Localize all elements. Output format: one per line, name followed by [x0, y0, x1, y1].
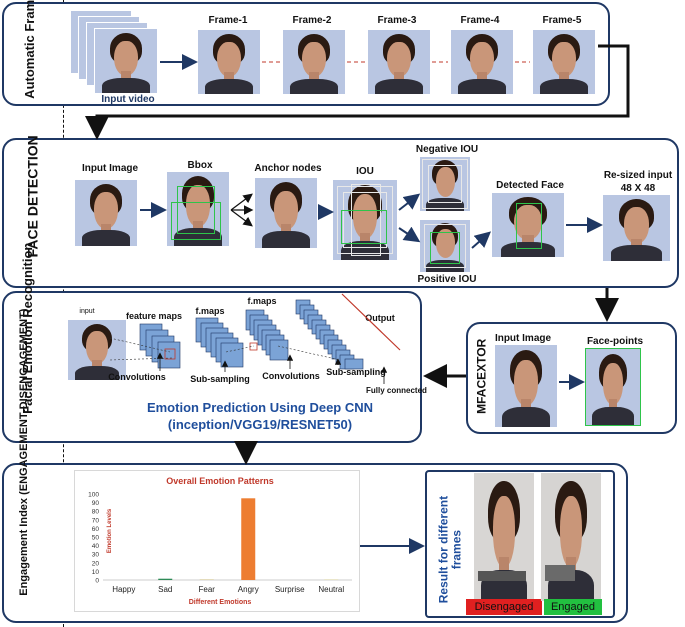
- arrow-positive-to-detected: [471, 231, 492, 249]
- chart-x-tick-neutral: Neutral: [318, 585, 344, 594]
- chart-title: Overall Emotion Patterns: [166, 476, 274, 486]
- detected-face-image: [492, 193, 564, 257]
- chart-bar-angry: [241, 498, 256, 580]
- frame-3-label: Frame-3: [377, 15, 417, 26]
- chart-y-tick-8: 80: [92, 509, 100, 516]
- frame-5-image: [533, 30, 595, 94]
- chart-xlabel: Different Emotions: [188, 599, 252, 606]
- feature-maps-label: feature maps: [125, 311, 183, 321]
- disengaged-image: [474, 473, 534, 601]
- chart-y-tick-4: 40: [92, 543, 100, 550]
- det-input-image-label: Input Image: [81, 163, 139, 174]
- cnn-layer-3: [245, 309, 289, 361]
- chart-y-tick-2: 20: [92, 560, 100, 567]
- chart-x-tick-sad: Sad: [158, 585, 172, 594]
- det-input-image: [75, 180, 137, 246]
- chart-y-tick-7: 70: [92, 517, 100, 524]
- negative-iou-image: [420, 157, 470, 211]
- anchor-nodes-image: [255, 178, 317, 248]
- positive-iou-image: [420, 220, 470, 272]
- cnn-layer-1: [139, 323, 181, 369]
- cnn-title-2: (inception/VGG19/RESNET50): [167, 417, 353, 432]
- cnn-proj-4: [277, 345, 341, 361]
- cnn-title-1: Emotion Prediction Using Deep CNN: [146, 400, 374, 415]
- arrow-iou-to-positive: [398, 226, 421, 243]
- anchor-nodes-label: Anchor nodes: [254, 163, 322, 174]
- input-video-label: Input video: [101, 94, 155, 105]
- cnn-input-image: [68, 320, 126, 380]
- frame-2-label: Frame-2: [292, 15, 332, 26]
- cnn-proj-3: [225, 345, 255, 353]
- engaged-badge: Engaged: [544, 599, 602, 615]
- face-points-image: [585, 348, 641, 426]
- chart-x-tick-happy: Happy: [112, 585, 135, 594]
- chart-y-tick-5: 50: [92, 535, 100, 542]
- connector-frames-to-detection: [85, 44, 630, 140]
- chart-x-tick-surprise: Surprise: [275, 585, 305, 594]
- fmaps-2-label: f.maps: [247, 296, 277, 306]
- chart-y-tick-9: 90: [92, 500, 100, 507]
- sub-sampling-2-label: Sub-sampling: [326, 367, 386, 377]
- bbox-label: Bbox: [187, 160, 213, 171]
- negative-iou-label: Negative IOU: [415, 144, 479, 155]
- resized-input-label-1: Re-sized input: [603, 170, 673, 181]
- cnn-output-line: [341, 293, 401, 351]
- engaged-image: [541, 473, 601, 601]
- mfx-input-image: [495, 345, 557, 427]
- chart-y-tick-3: 30: [92, 552, 100, 559]
- chart-y-tick-6: 60: [92, 526, 100, 533]
- frame-3-image: [368, 30, 430, 94]
- arrow-bbox-to-anchor-3: [230, 209, 253, 227]
- detected-face-label: Detected Face: [496, 180, 564, 191]
- frame-4-image: [451, 30, 513, 94]
- fmaps-1-label: f.maps: [195, 306, 225, 316]
- frame-2-image: [283, 30, 345, 94]
- chart-frame: [74, 470, 360, 612]
- chart-bar-sad: [158, 578, 173, 580]
- frame-1-image: [198, 30, 260, 94]
- sub-sampling-1-label: Sub-sampling: [190, 374, 250, 384]
- resized-input-label-2: 48 X 48: [620, 183, 656, 194]
- cnn-layer-4: [295, 299, 364, 370]
- chart-x-tick-angry: Angry: [238, 585, 259, 594]
- resized-input-image: [603, 195, 670, 261]
- convolutions-2-label: Convolutions: [262, 371, 320, 381]
- iou-image: [333, 180, 397, 260]
- chart-y-tick-10: 100: [88, 492, 99, 499]
- fully-connected-label: Fully connected: [366, 386, 427, 395]
- chart-x-tick-fear: Fear: [199, 585, 216, 594]
- chart-y-tick-0: 0: [95, 578, 99, 585]
- iou-label: IOU: [356, 166, 374, 177]
- mfx-input-image-label: Input Image: [494, 333, 552, 344]
- disengaged-badge: Disengaged: [466, 599, 542, 615]
- input-video-frame: [94, 28, 158, 94]
- cnn-input-label: input: [79, 308, 95, 315]
- convolutions-label: Convolutions: [108, 372, 166, 382]
- bbox-image: [167, 172, 229, 246]
- face-points-label: Face-points: [586, 336, 644, 347]
- arrow-iou-to-negative: [398, 193, 421, 211]
- frame-1-label: Frame-1: [208, 15, 248, 26]
- cnn-layer-2: [195, 317, 244, 368]
- arrow-bbox-to-anchor-1: [230, 193, 253, 211]
- positive-iou-label: Positive IOU: [417, 274, 477, 285]
- frame-5-label: Frame-5: [542, 15, 582, 26]
- frame-4-label: Frame-4: [460, 15, 500, 26]
- output-label: Output: [365, 313, 395, 323]
- chart-y-tick-1: 10: [92, 569, 100, 576]
